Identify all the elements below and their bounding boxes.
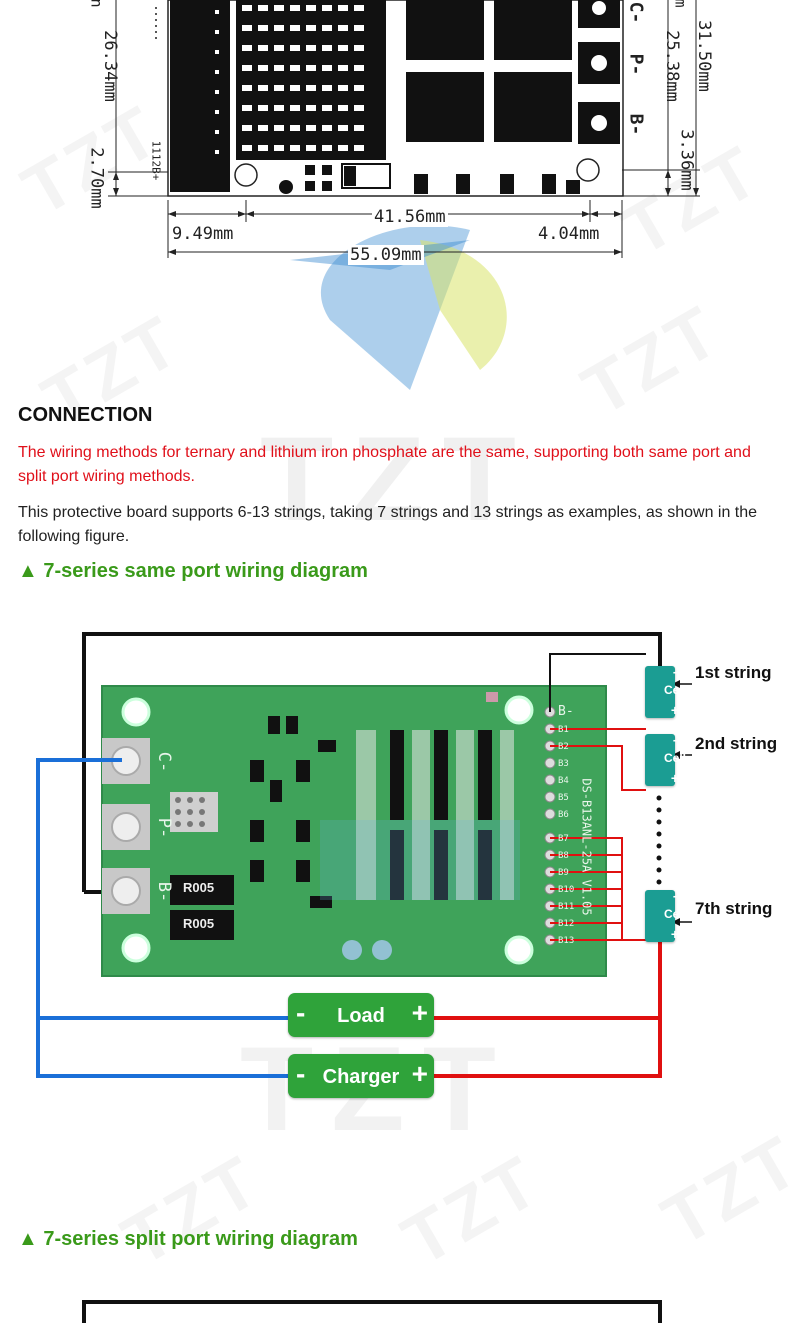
cell-1st: - Cell +: [645, 664, 686, 718]
load-block: - Load +: [288, 993, 434, 1037]
pin-label-b11: B11: [558, 902, 575, 912]
same-port-wiring-diagram: [36, 632, 692, 1078]
dim-25-38: 25.38mm: [661, 30, 682, 102]
cell-plus-label: +: [670, 926, 680, 942]
subhead-same-port: ▲ 7-series same port wiring diagram: [18, 560, 368, 582]
watermark-4: TZT: [569, 290, 735, 433]
dim-41-56: 41.56mm: [372, 207, 448, 227]
load-minus: -: [296, 997, 306, 1028]
pad-label-p: P-: [625, 53, 647, 76]
resistor-label-2: R005: [183, 916, 215, 931]
strings-note: This protective board supports 6-13 stri…: [18, 504, 758, 545]
pad-label-b: B-: [625, 113, 647, 136]
watermark-7: TZT: [389, 1140, 555, 1283]
header-pin-labels: B1 B2 B3 B4 B5 B6 B7 B8 B9 B10 B11 B12 B…: [558, 722, 574, 950]
split-port-diagram-top: [82, 1300, 662, 1323]
dim-partial-right: m: [671, 0, 690, 8]
dim-55-09: 55.09mm: [348, 245, 424, 265]
dim-9-49: 9.49mm: [172, 224, 234, 244]
load-label: Load: [337, 1005, 385, 1027]
pin-label-b2: B2: [558, 742, 569, 752]
pin-label-b1: B1: [558, 725, 569, 735]
cell-plus-label: +: [670, 770, 680, 786]
pin-label-b10: B10: [558, 885, 575, 895]
board-code: 1112B+: [149, 140, 163, 181]
dim-3-36: 3.36mm: [676, 129, 697, 191]
header-pin-label-bminus: B-: [558, 704, 574, 719]
charger-plus: +: [411, 1058, 428, 1089]
pin-label-b4: B4: [558, 776, 569, 786]
cell-minus-label: -: [672, 664, 678, 679]
cell-minus-label: -: [672, 888, 678, 903]
pin-label-b5: B5: [558, 793, 569, 803]
string-label-1st: 1st string: [695, 663, 772, 682]
dim-partial-left: n: [87, 0, 106, 8]
pin-label-b3: B3: [558, 759, 569, 769]
subhead-split-port: ▲ 7-series split port wiring diagram: [18, 1228, 358, 1250]
pin-label-b9: B9: [558, 868, 569, 878]
pad-label-c: C-: [625, 1, 647, 24]
cell-plus-label: +: [670, 702, 680, 718]
charger-block: - Charger +: [288, 1054, 434, 1098]
charger-label: Charger: [322, 1066, 400, 1088]
resistor-label-1: R005: [183, 880, 215, 895]
cell-label: Cell: [663, 683, 686, 697]
dim-26-34: 26.34mm: [99, 30, 120, 102]
board-model-label: DS-B13ANL-25A V1.05: [579, 778, 594, 916]
pin-label-b12: B12: [558, 919, 575, 929]
pin-label-b8: B8: [558, 851, 569, 861]
pin-label-b6: B6: [558, 810, 569, 820]
string-label-2nd: 2nd string: [695, 734, 778, 753]
pin-label-b7: B7: [558, 834, 569, 844]
cell-7th: - Cell +: [645, 888, 686, 942]
silk-c-label: C-: [154, 751, 175, 773]
section-title: CONNECTION: [18, 404, 153, 426]
cell-2nd: - Cell +: [645, 732, 686, 786]
dim-31-50: 31.50mm: [693, 20, 714, 92]
dim-2-70: 2.70mm: [86, 147, 107, 209]
charger-minus: -: [296, 1058, 306, 1089]
watermark-6: TZT: [109, 1140, 275, 1283]
load-plus: +: [411, 997, 428, 1028]
wiring-note-red: The wiring methods for ternary and lithi…: [18, 444, 751, 485]
silk-p-label: P-: [154, 817, 175, 839]
cell-label: Cell: [663, 751, 686, 765]
cell-minus-label: -: [672, 732, 678, 747]
watermark-5: TZT: [649, 1120, 800, 1263]
dim-4-04: 4.04mm: [538, 224, 600, 244]
pin-label-b13: B13: [558, 936, 575, 946]
silk-b-label: B-: [154, 881, 175, 903]
string-label-7th: 7th string: [695, 899, 773, 918]
cell-label: Cell: [663, 907, 686, 921]
dimension-drawing: [108, 0, 700, 258]
